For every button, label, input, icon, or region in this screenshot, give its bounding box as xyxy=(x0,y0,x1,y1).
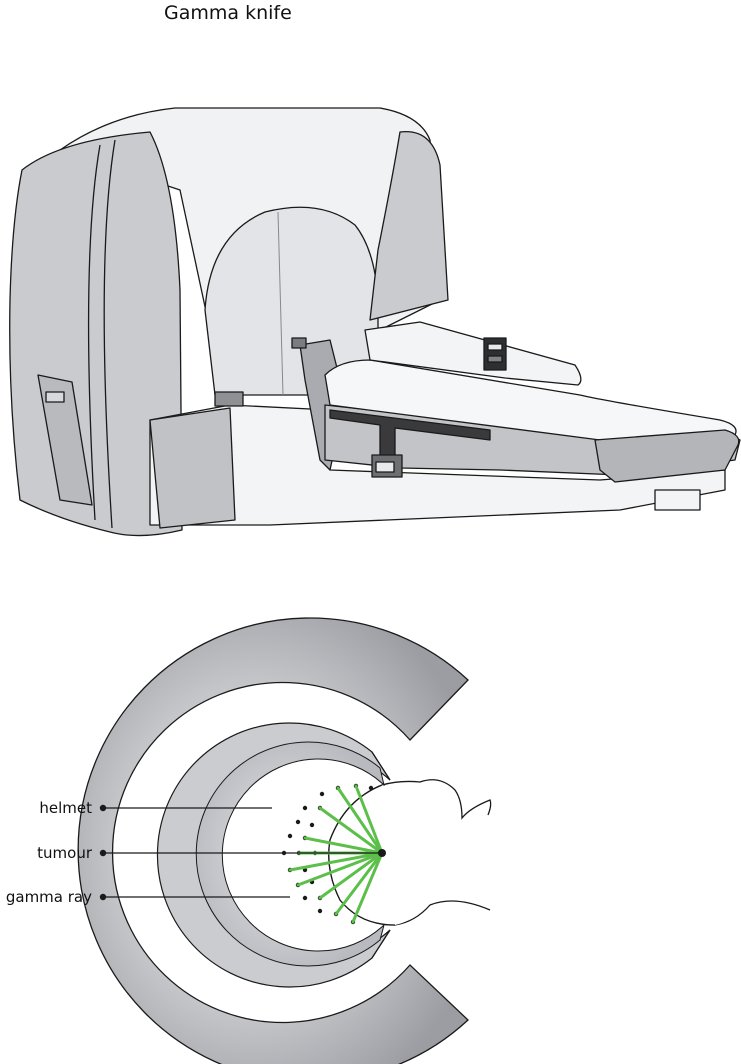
machine-front-block xyxy=(149,407,236,529)
cross-section-diagram: helmet tumour gamma ray xyxy=(6,617,492,1064)
figure-title: Gamma knife xyxy=(164,2,292,24)
gamma-ray-leader-dot xyxy=(99,893,107,901)
label-leaders xyxy=(103,807,382,898)
machine-side-panel xyxy=(37,374,93,506)
head-frame xyxy=(364,321,582,386)
couch-cushion xyxy=(324,359,737,441)
helmet-leader-dot xyxy=(99,804,107,812)
helmet-label: helmet xyxy=(39,799,92,817)
tumour-leader-dot xyxy=(99,849,107,857)
gamma-ray-label: gamma ray xyxy=(6,888,92,906)
tumour-label: tumour xyxy=(37,844,93,862)
gamma-knife-machine xyxy=(9,107,741,537)
helmet-inner xyxy=(195,741,385,967)
machine-right-pillar xyxy=(369,130,449,321)
machine-bore xyxy=(204,206,379,396)
couch-end xyxy=(594,429,740,483)
outer-shield xyxy=(77,617,469,1064)
